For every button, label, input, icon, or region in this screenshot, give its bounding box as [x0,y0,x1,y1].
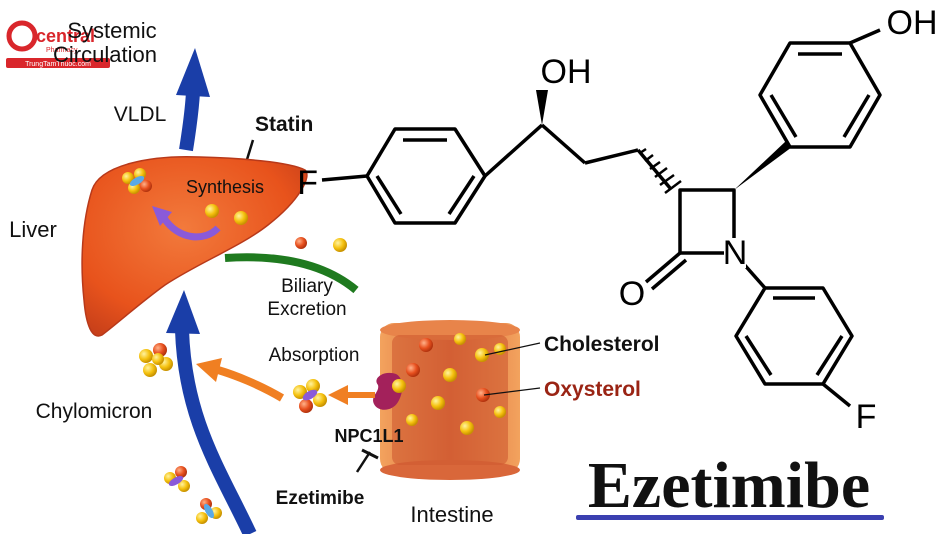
ezetimibe-inhibition-icon [355,448,379,473]
label-statin: Statin [255,113,313,136]
wedge-bond-aryl [734,141,792,190]
cholesterol-dot [494,406,506,418]
cholesterol-dot [443,368,457,382]
cholesterol-dot [454,333,466,345]
lipoprotein-particle-icon [164,466,190,492]
atom-n: N [723,234,748,272]
pharmacy-logo: central Pharmacy TrungTamThuoc.com [6,20,110,68]
label-ezetimibe-small: Ezetimibe [276,488,365,509]
benzene-ring-bottom [734,286,854,386]
logo-banner [6,58,110,68]
absorption-arrow-left [196,358,285,402]
liver-shape [81,156,308,337]
oxysterol-dot [406,363,420,377]
absorption-arrow-right [328,385,375,405]
oxysterol-pointer [483,387,541,396]
portal-circulation-arrow [166,290,257,534]
benzene-ring-right [758,41,882,149]
wedge-bond-oh [536,90,548,125]
chylomicron-cluster-icon [139,343,173,377]
logo-site: TrungTamThuoc.com [25,61,91,68]
label-vldl: VLDL [114,103,167,126]
label-oxysterol: Oxysterol [544,378,641,401]
label-synthesis: Synthesis [186,177,264,197]
label-chylomicron: Chylomicron [36,400,153,423]
label-intestine: Intestine [410,502,493,527]
cholesterol-dot [234,211,248,225]
chylomicron-particle-icon [293,379,327,413]
label-excretion: Excretion [267,299,346,320]
cholesterol-dot [460,421,474,435]
cholesterol-dot [475,348,489,362]
vldl-arrow [176,48,210,152]
label-circulation: Circulation [53,42,157,67]
atom-n-mask [724,238,746,268]
drug-title: Ezetimibe [588,449,870,522]
recycle-arrow [152,206,221,241]
atom-oh-top: OH [541,53,592,91]
oxysterol-dot [295,237,307,249]
npc1l1-transporter-icon [373,372,406,410]
label-cholesterol: Cholesterol [544,333,660,356]
label-liver: Liver [9,217,57,242]
atom-o: O [619,275,645,313]
biliary-duct [224,253,359,294]
logo-sub: Pharmacy [46,47,78,54]
atom-f-left: F [297,164,318,202]
label-npc1l1: NPC1L1 [334,426,403,446]
atom-f-bottom: F [856,398,877,436]
cholesterol-dot [431,396,445,410]
cholesterol-dot [406,414,418,426]
oxysterol-dot [419,338,433,352]
label-biliary: Biliary [281,276,333,297]
lipoprotein-particle-icon [122,168,152,194]
label-absorption: Absorption [269,345,360,366]
benzene-ring-left [365,127,487,225]
label-systemic: Systemic [67,18,156,43]
cholesterol-pointer [484,342,541,356]
hash-bond [639,147,682,194]
cholesterol-dot [205,204,219,218]
logo-ring-icon [6,20,38,52]
cholesterol-dot [333,238,347,252]
atom-oh-right: OH [887,4,938,42]
lipoprotein-particle-icon [196,498,222,524]
oxysterol-dot [476,388,490,402]
title-underline [576,515,884,520]
logo-brand: central [36,26,95,46]
